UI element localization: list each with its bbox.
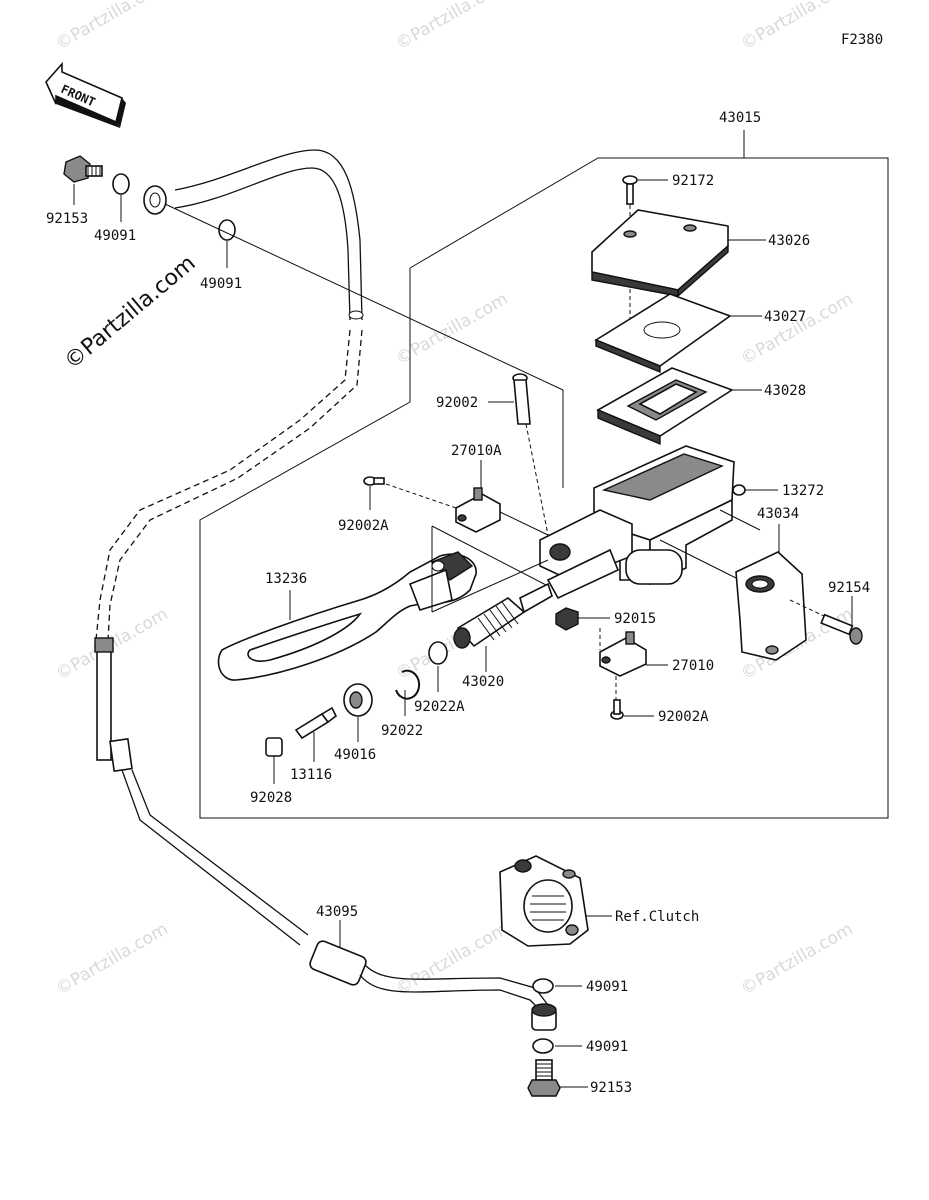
label-49091-c: 49091 (586, 979, 628, 995)
label-92022A: 92022A (414, 699, 465, 715)
clamp-43034 (735, 551, 807, 661)
screw-92002A-lower (610, 699, 624, 720)
label-49091-b: 49091 (200, 276, 242, 292)
push-rod-13116 (294, 706, 338, 740)
washer-49091-c (532, 978, 554, 994)
watermark: ©Partzilla.com (738, 289, 857, 369)
label-49016: 49016 (334, 747, 376, 763)
washer-49091-d (532, 1038, 554, 1054)
watermark: ©Partzilla.com (738, 919, 857, 999)
washer-92022A (428, 641, 448, 665)
watermark: ©Partzilla.com (393, 0, 512, 54)
label-92002A-a: 92002A (338, 518, 389, 534)
washer-49091-a (112, 173, 130, 195)
label-92002: 92002 (436, 395, 478, 411)
watermark: ©Partzilla.com (393, 919, 512, 999)
label-43026: 43026 (768, 233, 810, 249)
label-92153-top: 92153 (46, 211, 88, 227)
label-ref-clutch: Ref.Clutch (615, 909, 699, 925)
diaphragm-43028 (596, 367, 734, 446)
figure-code: F2380 (841, 32, 883, 48)
label-43020: 43020 (462, 674, 504, 690)
assembly-43015-outline (199, 157, 889, 819)
diaphragm-plate-43027 (594, 293, 732, 374)
piston-43020 (453, 582, 553, 649)
label-27010: 27010 (672, 658, 714, 674)
label-43095: 43095 (316, 904, 358, 920)
banjo-bolt-top (63, 155, 103, 183)
reservoir-cap-43026 (591, 209, 729, 298)
clutch-release-housing (499, 855, 589, 947)
label-92153-bottom: 92153 (590, 1080, 632, 1096)
label-13236: 13236 (265, 571, 307, 587)
label-43027: 43027 (764, 309, 806, 325)
screw-92172 (622, 175, 638, 205)
label-27010A: 27010A (451, 443, 502, 459)
master-cylinder-body (539, 445, 735, 600)
label-92015: 92015 (614, 611, 656, 627)
screw-92002A-upper (363, 476, 385, 486)
nut-92028 (265, 737, 283, 757)
banjo-bolt-bottom (527, 1059, 561, 1097)
switch-27010A (455, 487, 501, 533)
label-49091-a: 49091 (94, 228, 136, 244)
label-13272: 13272 (782, 483, 824, 499)
clutch-lever-13236 (217, 551, 477, 681)
circlip-92022 (395, 669, 421, 700)
banjo-fitting-bottom (531, 1003, 557, 1031)
front-arrow-icon: FRONT (45, 61, 126, 128)
watermark: ©Partzilla.com (53, 0, 172, 54)
pivot-bolt-92002 (512, 373, 531, 425)
nut-92015 (555, 607, 579, 631)
watermark: ©Partzilla.com (53, 919, 172, 999)
bolt-92154 (820, 613, 863, 645)
clutch-hose (94, 149, 549, 1011)
label-43034: 43034 (757, 506, 799, 522)
boot-49016 (343, 683, 373, 717)
label-43015: 43015 (719, 110, 761, 126)
label-92022: 92022 (381, 723, 423, 739)
label-13116: 13116 (290, 767, 332, 783)
watermark-large: ©Partzilla.com (60, 251, 201, 375)
watermark: ©Partzilla.com (738, 0, 857, 54)
bleeder-13272 (732, 484, 746, 496)
label-43028: 43028 (764, 383, 806, 399)
label-92028: 92028 (250, 790, 292, 806)
label-92002A-b: 92002A (658, 709, 709, 725)
label-92154: 92154 (828, 580, 870, 596)
switch-27010 (599, 631, 647, 677)
label-49091-d: 49091 (586, 1039, 628, 1055)
label-92172: 92172 (672, 173, 714, 189)
watermarks: ©Partzilla.com ©Partzilla.com ©Partzilla… (53, 0, 857, 999)
